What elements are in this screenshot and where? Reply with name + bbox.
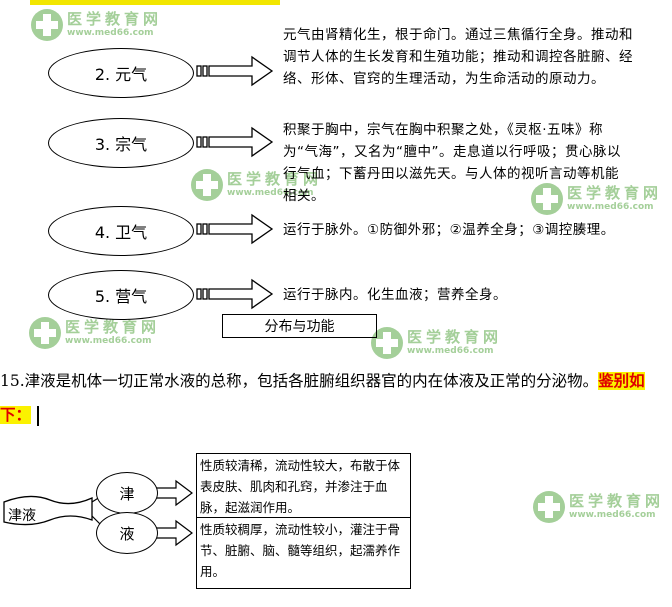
medical-cross-logo-icon: [31, 9, 63, 41]
watermark-url: www.med66.com: [65, 336, 152, 346]
watermark: 医学教育网 www.med66.com: [532, 490, 664, 524]
qi-wei-label: 4. 卫气: [94, 223, 148, 242]
qi-yuan-label: 2. 元气: [94, 65, 148, 84]
medical-cross-logo-icon: [531, 183, 563, 215]
watermark: 医学教育网 www.med66.com: [370, 326, 502, 360]
watermark-url: www.med66.com: [227, 188, 314, 198]
medical-cross-logo-icon: [191, 169, 223, 201]
qi-arrows: [196, 55, 274, 310]
qi-yuan-description: 元气由肾精化生，根于命门。通过三焦循行全身。推动和调节人体的生长发育和生殖功能；…: [283, 27, 633, 87]
watermark: 医学教育网 www.med66.com: [30, 8, 162, 42]
jinye-diagram-lines: [3, 479, 193, 547]
qi-zong-description: 积聚于胸中，宗气在胸中积聚之处，《灵枢·五味》称为“气海”，又名为“膻中”。走息…: [283, 122, 621, 204]
ye-ellipse: 液: [96, 512, 158, 554]
paragraph-15-text: 15.津液是机体一切正常水液的总称，包括各脏腑组织器官的内在体液及正常的分泌物。: [0, 372, 599, 390]
medical-cross-logo-icon: [29, 317, 61, 349]
qi-ying-ellipse: 5. 营气: [48, 270, 194, 320]
jin-label: 津: [119, 484, 135, 503]
watermark: 医学教育网 www.med66.com: [530, 182, 662, 216]
ye-description: 性质较稠厚，流动性较小，灌注于骨节、脏腑、脑、髓等组织，起濡养作用。: [200, 522, 401, 579]
jin-ellipse: 津: [96, 472, 158, 514]
caption-text: 分布与功能: [264, 319, 335, 335]
watermark-cn: 医学教育网: [227, 170, 323, 188]
caption-box: 分布与功能: [222, 314, 377, 338]
qi-wei-description: 运行于脉外。①防御外邪；②温养全身；③调控腠理。: [283, 222, 615, 238]
watermark-url: www.med66.com: [569, 510, 656, 520]
qi-ying-label: 5. 营气: [94, 287, 148, 306]
watermark-cn: 医学教育网: [407, 328, 503, 346]
qi-ying-description: 运行于脉内。化生血液；营养全身。: [283, 287, 507, 303]
qi-zong-ellipse: 3. 宗气: [48, 118, 194, 168]
medical-cross-logo-icon: [533, 491, 565, 523]
text-cursor: [37, 406, 39, 426]
medical-cross-logo-icon: [371, 327, 403, 359]
jinye-root-label: 津液: [8, 508, 36, 524]
top-highlight-bar: [30, 0, 280, 5]
qi-zong-label: 3. 宗气: [94, 135, 148, 154]
watermark-url: www.med66.com: [67, 28, 154, 38]
watermark: 医学教育网 www.med66.com: [190, 168, 322, 202]
watermark-url: www.med66.com: [567, 202, 654, 212]
watermark-cn: 医学教育网: [567, 184, 663, 202]
watermark-url: www.med66.com: [407, 346, 494, 356]
watermark-cn: 医学教育网: [67, 10, 163, 28]
ye-label: 液: [119, 524, 135, 543]
ye-desc-box: 性质较稠厚，流动性较小，灌注于骨节、脏腑、脑、髓等组织，起濡养作用。: [196, 517, 411, 589]
watermark-cn: 医学教育网: [65, 318, 161, 336]
paragraph-15: 15.津液是机体一切正常水液的总称，包括各脏腑组织器官的内在体液及正常的分泌物。…: [0, 364, 668, 432]
watermark: 医学教育网 www.med66.com: [28, 316, 160, 350]
jin-description: 性质较清稀，流动性较大，布散于体表皮肤、肌肉和孔窍，并渗注于血脉，起滋润作用。: [200, 458, 401, 515]
jin-desc-box: 性质较清稀，流动性较大，布散于体表皮肤、肌肉和孔窍，并渗注于血脉，起滋润作用。: [196, 453, 411, 517]
qi-wei-ellipse: 4. 卫气: [48, 206, 194, 256]
qi-yuan-ellipse: 2. 元气: [48, 48, 194, 98]
watermark-cn: 医学教育网: [569, 492, 665, 510]
